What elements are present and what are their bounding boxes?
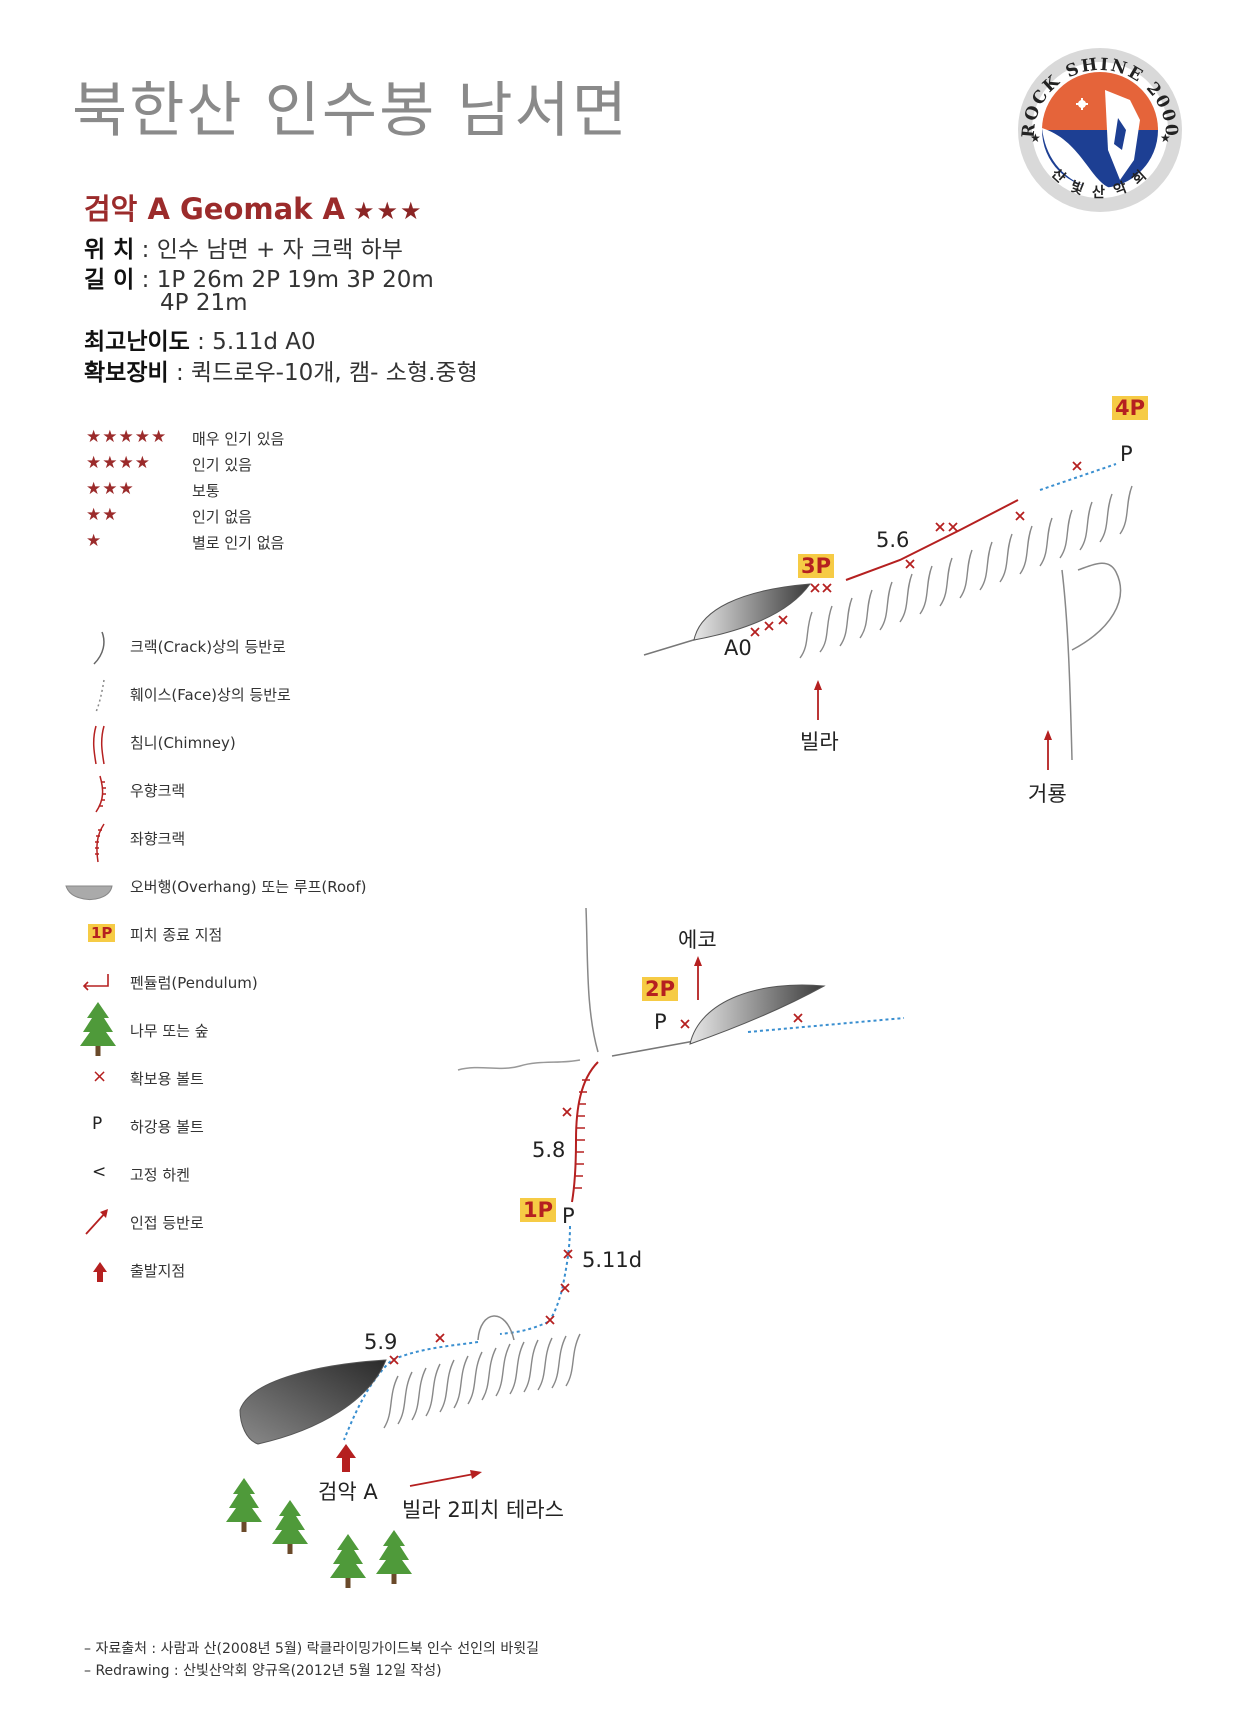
star-legend-3: ★★★ [86,479,135,499]
svg-text:ROCK SHINE 2000: ROCK SHINE 2000 [1019,55,1182,139]
right-crack-icon [95,775,106,813]
legend-bolt-label: 확보용 볼트 [130,1070,204,1088]
legend-start-label: 출발지점 [130,1262,186,1280]
villa-arrow [814,680,822,720]
badge-1p: 1P [520,1198,557,1222]
upper-overhang [693,583,812,641]
upper-route-face [1039,463,1117,491]
info-length: 길 이 : 1P 26m 2P 19m 3P 20m [84,267,434,293]
legend-left-crack-label: 좌향크랙 [130,830,186,848]
star-legend-1-label: 별로 인기 없음 [192,534,285,552]
start-arrow [336,1444,356,1472]
lower-overhang-base [239,1359,387,1445]
rappel-2p: P [654,1010,667,1034]
grade-58: 5.8 [532,1138,566,1162]
route-stars: ★★★ [353,197,424,225]
chimney-icon [92,725,105,765]
badge-3p: 3P [798,554,835,578]
footer-source: – 자료출처 : 사람과 산(2008년 5월) 락클라이밍가이드북 인수 선인… [84,1641,539,1657]
lower-bolts [389,1013,803,1365]
svg-text:산 빛 산 악 회: 산 빛 산 악 회 [1048,165,1152,201]
star-legend-4: ★★★★ [86,453,151,473]
start-label: 검악 A [318,1480,378,1504]
legend-pendulum-label: 펜듈럼(Pendulum) [130,974,258,992]
info-length-2: 4P 21m [160,290,248,316]
lower-face-511d [549,1225,571,1321]
georyong-arrow [1044,730,1052,770]
terrace-label: 빌라 2피치 테라스 [402,1498,564,1522]
eko-label: 에코 [678,928,717,952]
svg-text:★: ★ [1030,131,1041,145]
tree [376,1530,412,1584]
route-name: 검악 A Geomak A★★★ [84,186,424,228]
badge-4p: 4P [1112,396,1149,420]
info-gear: 확보장비 : 퀵드로우-10개, 캠- 소형.중형 [84,360,478,386]
legend-adjacent-label: 인접 등반로 [130,1214,204,1232]
eko-arrow [694,956,702,1000]
star-legend-2: ★★ [86,505,119,525]
legend-chimney-label: 침니(Chimney) [130,734,236,752]
legend-overhang-label: 오버행(Overhang) 또는 루프(Roof) [130,878,367,896]
grade-56: 5.6 [876,528,910,552]
route-title: 검악 A Geomak A [84,192,346,226]
info-grade: 최고난이도 : 5.11d A0 [84,329,316,355]
lower-overhang-2p [689,984,826,1045]
legend-right-crack-label: 우향크랙 [130,782,186,800]
star-legend-5: ★★★★★ [86,427,168,447]
star-legend-3-label: 보통 [192,482,220,500]
legend-crack-label: 크랙(Crack)상의 등반로 [130,638,286,656]
overhang-icon [65,885,113,900]
grade-511d: 5.11d [582,1248,643,1272]
legend-piton-glyph: < [92,1162,107,1182]
page-title: 북한산 인수봉 남서면 [72,76,629,146]
tree [226,1478,262,1532]
upper-route-red [845,499,1019,581]
crack-line-icon [93,631,105,665]
legend-face-label: 훼이스(Face)상의 등반로 [130,686,291,704]
logo-text-top: ROCK SHINE 2000 [1019,55,1180,139]
upper-diagram [643,461,1133,770]
tree-icon [80,1002,116,1056]
start-icon [93,1262,107,1282]
star-legend-1: ★ [86,531,103,551]
tree [272,1500,308,1554]
badge-2p: 2P [642,977,679,1001]
grade-59: 5.9 [364,1330,398,1354]
left-crack-icon [95,823,105,863]
star-legend-5-label: 매우 인기 있음 [192,430,285,448]
pendulum-icon [82,974,109,991]
legend-pitch-end-label: 피치 종료 지점 [130,926,223,944]
legend-pitch-badge: 1P [88,924,116,942]
logo-text-bottom: 산 빛 산 악 회 [1048,165,1149,201]
legend-rappel-label: 하강용 볼트 [130,1118,204,1136]
legend-bolt-glyph: × [92,1066,108,1087]
georyong-label: 거룡 [1028,782,1067,806]
villa-label: 빌라 [800,730,839,754]
upper-bolts [750,461,1082,637]
legend-tree-label: 나무 또는 숲 [130,1022,209,1040]
lower-crack-58 [571,1061,599,1203]
terrace-arrow [409,1470,482,1487]
star-legend-4-label: 인기 있음 [192,456,252,474]
rappel-4p: P [1120,442,1133,466]
adjacent-route-icon [85,1209,108,1235]
rock-shine-logo: ROCK SHINE 2000 산 빛 산 악 회 ★ ★ [1018,48,1182,212]
rappel-1p: P [562,1204,575,1228]
legend-rappel-glyph: P [92,1114,103,1134]
footer-redrawing: – Redrawing : 산빛산악회 양규옥(2012년 5월 12일 작성) [84,1663,442,1679]
tree [330,1534,366,1588]
face-line-icon [95,679,105,713]
svg-text:★: ★ [1160,131,1171,145]
aid-a0: A0 [724,636,752,660]
star-legend-2-label: 인기 없음 [192,508,252,526]
info-location: 위 치 : 인수 남면 + 자 크랙 하부 [84,237,403,263]
legend-piton-label: 고정 하켄 [130,1166,190,1184]
